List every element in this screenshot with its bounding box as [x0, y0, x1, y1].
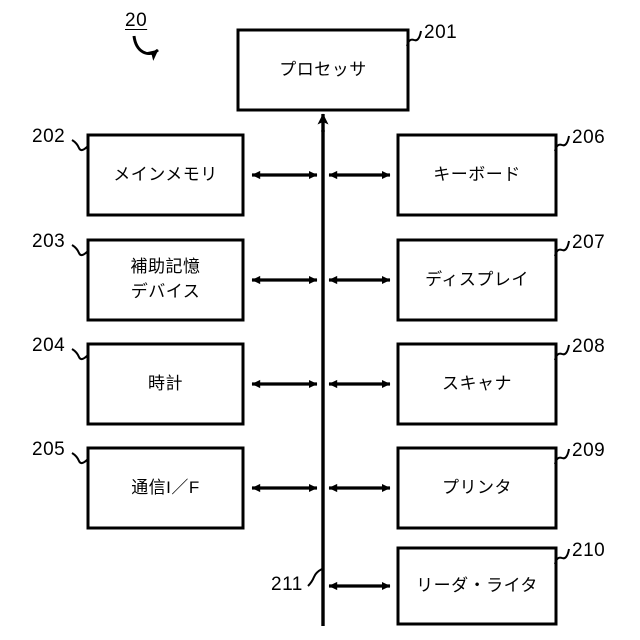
box-reader-writer [396, 546, 558, 626]
box-printer [396, 446, 558, 530]
ref-210: 210 [572, 540, 606, 561]
leader-205 [71, 452, 89, 465]
ref-211: 211 [271, 574, 303, 595]
ref-203: 203 [32, 231, 66, 252]
leader-211 [307, 568, 323, 587]
box-processor [236, 28, 410, 112]
leader-206 [554, 135, 570, 152]
box-aux-storage [86, 238, 245, 322]
ref-209: 209 [572, 440, 606, 461]
leader-204 [71, 348, 89, 361]
box-scanner [396, 342, 558, 426]
box-main-memory [86, 133, 245, 217]
leader-201 [406, 30, 422, 47]
box-display [396, 238, 558, 322]
leader-208 [554, 344, 570, 361]
ref-202: 202 [32, 126, 66, 147]
leader-203 [71, 244, 89, 257]
ref-205: 205 [32, 439, 66, 460]
ref-207: 207 [572, 232, 606, 253]
leader-210 [554, 548, 570, 565]
leader-202 [71, 139, 89, 152]
box-keyboard [396, 133, 558, 217]
leader-209 [554, 448, 570, 465]
box-clock [86, 342, 245, 426]
system-ref-20: 20 [125, 10, 148, 31]
ref-204: 204 [32, 335, 66, 356]
box-communication-if [86, 446, 245, 530]
system-callout-arrow [132, 35, 159, 61]
leader-207 [554, 240, 570, 257]
ref-208: 208 [572, 336, 606, 357]
ref-206: 206 [572, 127, 606, 148]
ref-201: 201 [424, 22, 458, 43]
